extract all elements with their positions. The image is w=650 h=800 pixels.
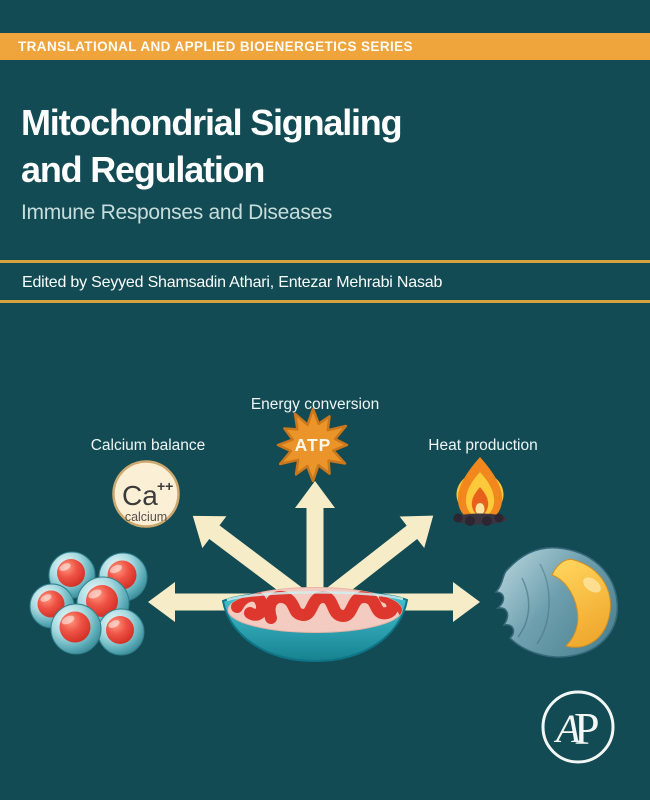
academic-press-logo: A P [541, 690, 615, 764]
gold-rule-top [0, 260, 650, 263]
mitochondrion-icon [221, 587, 409, 663]
atp-star-icon: ATP [276, 407, 349, 483]
calcium-charge: ++ [157, 478, 173, 494]
fire-icon [453, 457, 507, 526]
calcium-symbol: Ca [122, 480, 158, 511]
arrow-up-icon [295, 481, 335, 608]
lipid-cell-icon [494, 547, 619, 658]
editor-credit: Edited by Seyyed Shamsadin Athari, Entez… [22, 274, 443, 291]
logo-letter-a: A [553, 706, 581, 751]
page-title: Mitochondrial Signaling and Regulation [21, 99, 403, 193]
calcium-badge-icon: Ca ++ calcium [112, 460, 180, 528]
label-calcium-balance: Calcium balance [91, 437, 206, 454]
series-banner: TRANSLATIONAL AND APPLIED BIOENERGETICS … [0, 33, 650, 60]
atp-label: ATP [295, 435, 332, 455]
title-line-1: Mitochondrial Signaling [21, 102, 403, 143]
logo-letter-p: P [574, 703, 600, 754]
calcium-caption: calcium [125, 510, 167, 524]
title-line-2: and Regulation [21, 149, 265, 190]
gold-rule-bottom [0, 300, 650, 303]
subtitle: Immune Responses and Diseases [21, 201, 333, 224]
cell-cluster-icon [29, 551, 148, 656]
label-heat-production: Heat production [428, 437, 537, 454]
label-energy-conversion: Energy conversion [251, 396, 379, 413]
